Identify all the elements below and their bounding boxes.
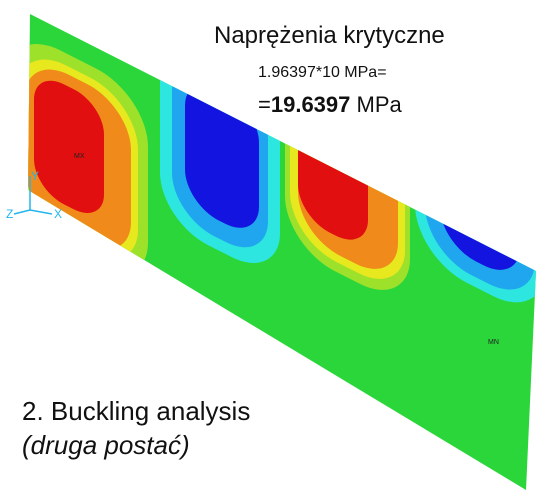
stress-formula: 1.96397*10 MPa=: [258, 64, 387, 81]
result-unit: MPa: [350, 92, 402, 117]
y-axis-label: Y: [31, 169, 39, 183]
critical-stress-title: Naprężenia krytyczne: [214, 22, 445, 49]
min-marker: MN: [488, 339, 499, 346]
x-axis-line: [29, 209, 53, 215]
z-axis-label: Z: [6, 207, 13, 221]
x-axis-label: X: [54, 207, 62, 221]
coordinate-triad: Y X Z: [6, 169, 62, 221]
plate-surface: [28, 14, 536, 490]
analysis-caption: 2. Buckling analysis: [22, 396, 251, 426]
stress-result: =19.6397 MPa: [258, 92, 402, 118]
result-value: 19.6397: [270, 92, 351, 117]
max-marker: MX: [74, 153, 85, 160]
result-prefix: =: [258, 92, 271, 117]
z-axis-line: [13, 209, 31, 215]
mode-caption: (druga postać): [22, 430, 190, 460]
